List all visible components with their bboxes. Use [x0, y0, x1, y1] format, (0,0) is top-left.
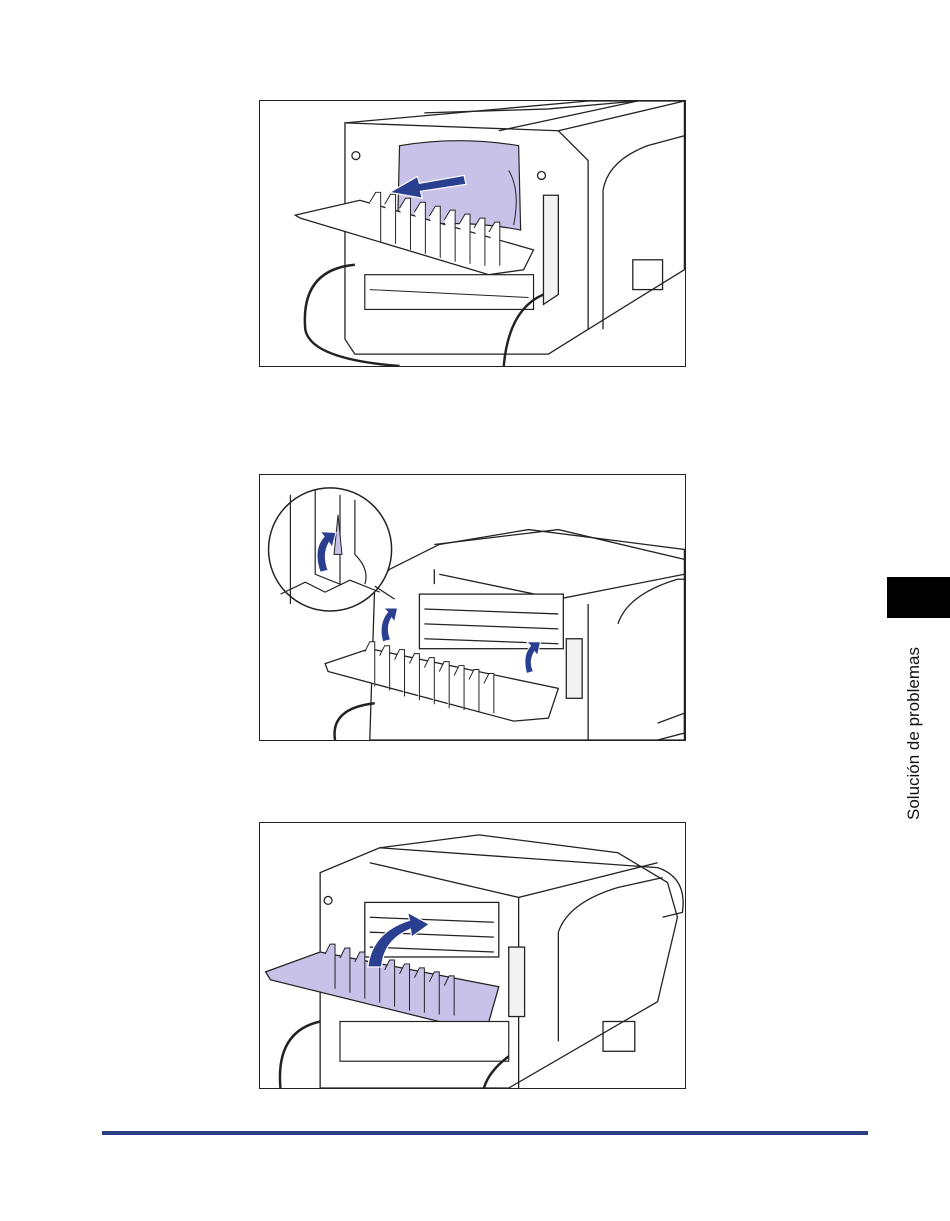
printer-close-cover-illustration	[260, 823, 685, 1088]
section-label: Solución de problemas	[904, 630, 924, 820]
figure-close-rear-cover	[259, 822, 686, 1089]
figure-remove-jammed-paper	[259, 100, 686, 367]
section-tab-marker	[887, 577, 950, 618]
figure-release-levers	[259, 474, 686, 741]
printer-remove-paper-illustration	[260, 101, 685, 366]
printer-release-levers-illustration	[260, 475, 685, 740]
footer-divider	[102, 1131, 868, 1135]
